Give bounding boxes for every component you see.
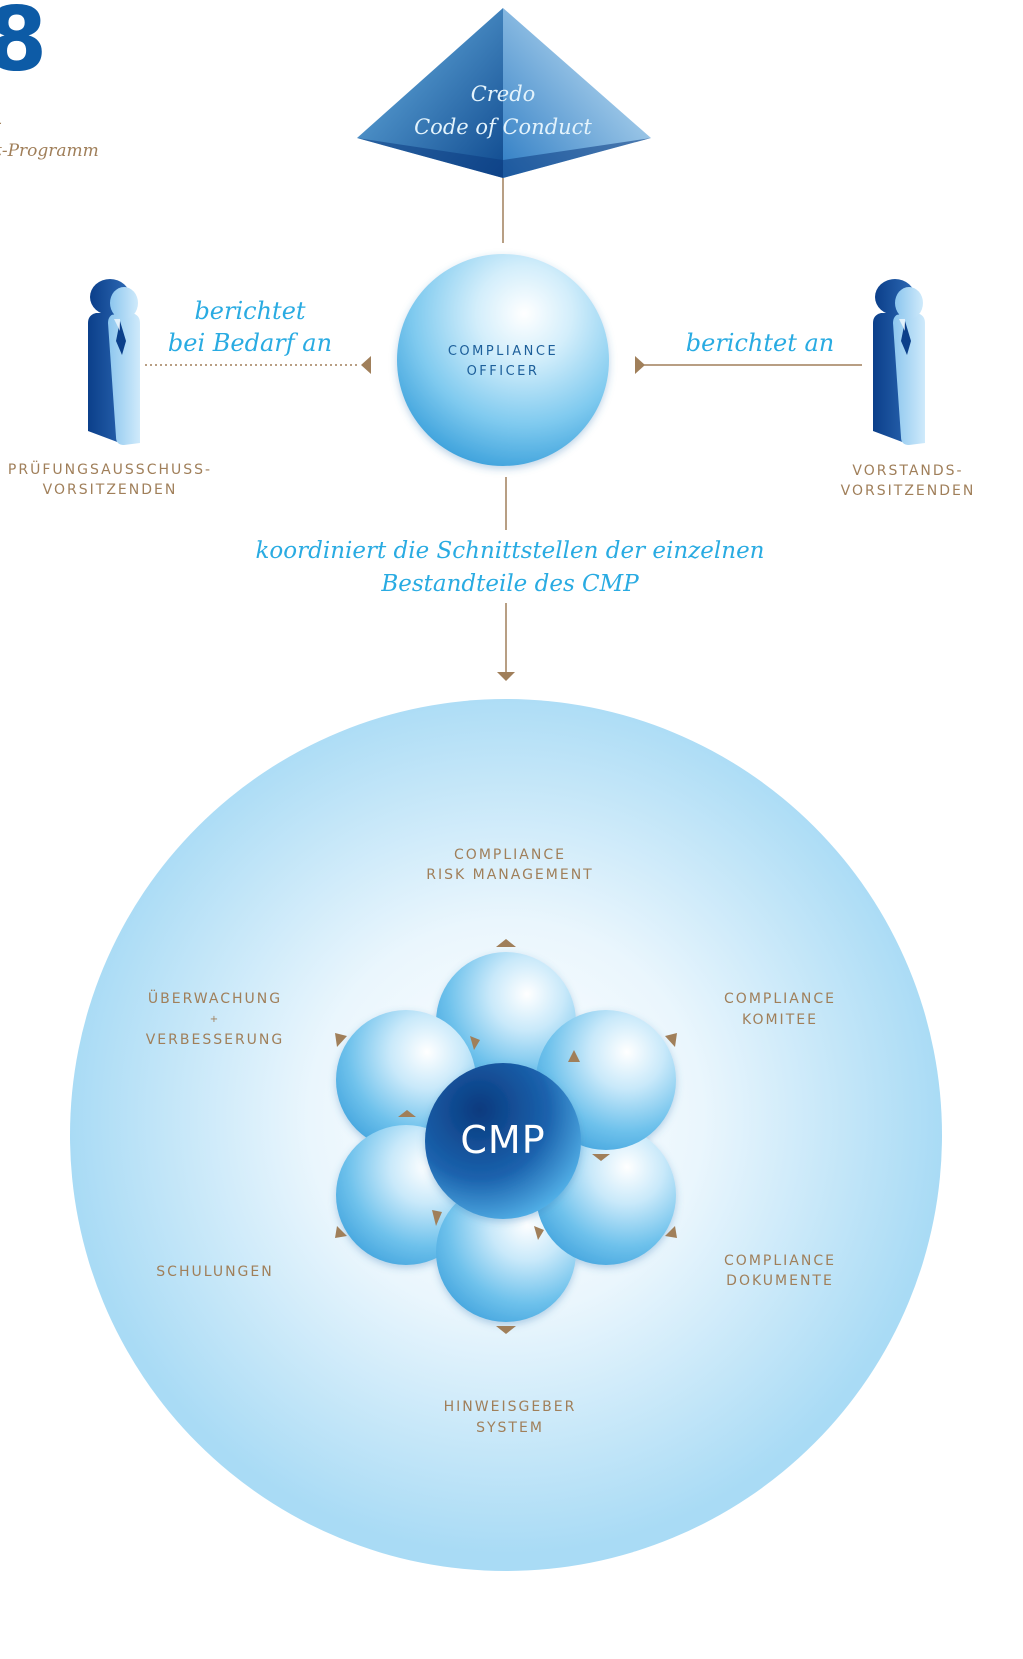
officer-label-line1: COMPLIANCE [447,344,559,359]
component-top-left-line3: VERBESSERUNG [145,1032,285,1048]
coordination-line1: koordiniert die Schnittstellen der einze… [255,538,765,564]
left-person-label-line2: VORSITZENDEN [42,482,178,498]
component-top-line1: COMPLIANCE [454,847,566,863]
marker-top-left-icon [335,1033,347,1047]
corner-digit: 8 [0,0,47,91]
component-bottom-left-line1: SCHULUNGEN [156,1264,274,1280]
marker-inner-1-icon [470,1036,480,1050]
component-bottom-line2: SYSTEM [476,1420,544,1436]
corner-text-line2: t-Programm [0,141,99,161]
marker-bottom-right-icon [665,1226,677,1238]
marker-inner-4-icon [534,1226,544,1240]
arrow-right-icon [635,356,645,374]
pyramid-line1: Credo [470,82,536,106]
arrow-left-icon [361,356,371,374]
component-top-line2: RISK MANAGEMENT [426,867,594,883]
component-bottom-line1: HINWEISGEBER [443,1399,577,1415]
officer-sphere [397,254,609,466]
person-left-icon [88,279,140,445]
cmp-center-ball [425,1063,581,1219]
arrow-down-icon [497,672,515,681]
right-relation: berichtet an [685,329,835,357]
marker-inner-3-icon [592,1154,610,1161]
marker-bottom-left-icon [335,1226,347,1238]
left-relation-line1: berichtet [194,297,306,325]
marker-inner-5-icon [432,1210,442,1226]
corner-text-line1: - [0,112,16,134]
cmp-arrow-markers [335,939,677,1334]
marker-top-icon [496,939,516,947]
person-right-icon [873,279,925,445]
marker-bottom-icon [496,1326,516,1334]
marker-top-right-icon [665,1033,677,1047]
component-top-right-line2: KOMITEE [742,1012,818,1028]
left-person-label-line1: PRÜFUNGSAUSSCHUSS- [7,462,213,478]
credo-pyramid [357,8,651,178]
right-person-label-line2: VORSITZENDEN [840,483,976,499]
left-relation-line2: bei Bedarf an [167,329,333,357]
component-top-left-line2: + [209,1014,221,1025]
cmp-center-label: CMP [460,1118,546,1162]
pyramid-line2: Code of Conduct [414,115,592,139]
marker-inner-6-icon [398,1110,416,1117]
component-top-left-line1: ÜBERWACHUNG [147,991,283,1007]
component-bottom-right-line1: COMPLIANCE [724,1253,836,1269]
component-bottom-right-line2: DOKUMENTE [726,1273,834,1289]
right-person-label-line1: VORSTANDS- [852,463,964,479]
coordination-line2: Bestandteile des CMP [381,571,639,597]
marker-inner-2-icon [568,1050,580,1062]
component-top-right-line1: COMPLIANCE [724,991,836,1007]
officer-label-line2: OFFICER [466,364,540,379]
